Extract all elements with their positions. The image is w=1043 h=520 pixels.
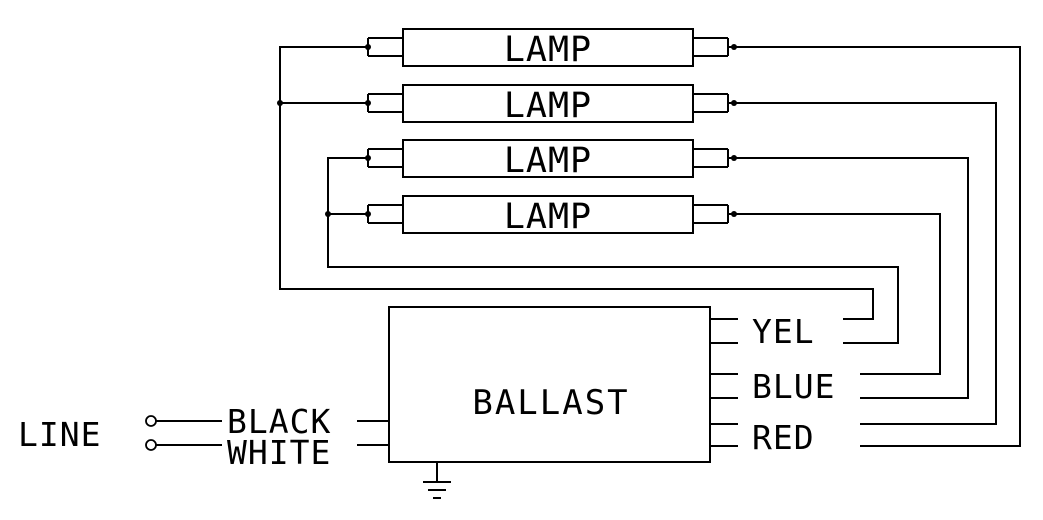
ballast-output-leads bbox=[710, 318, 738, 447]
lamp-3-label: LAMP bbox=[504, 141, 592, 181]
black-lead-label: BLACK bbox=[227, 402, 331, 441]
lamp-1-label: LAMP bbox=[504, 30, 592, 70]
ballast: BALLAST bbox=[388, 306, 711, 463]
right-wire-blue-2 bbox=[731, 211, 941, 375]
white-lead-label: WHITE bbox=[227, 433, 331, 472]
blue-lead-label: BLUE bbox=[752, 367, 835, 406]
ballast-label: BALLAST bbox=[472, 383, 629, 423]
left-wire-yellow bbox=[277, 44, 874, 320]
lamp-3: LAMP bbox=[362, 139, 736, 181]
lamp-2-label: LAMP bbox=[504, 86, 592, 126]
ballast-input-leads bbox=[357, 420, 389, 446]
right-wire-red-1 bbox=[731, 44, 1021, 447]
red-lead-label: RED bbox=[752, 418, 815, 457]
line-label: LINE bbox=[18, 415, 101, 454]
lamp-1: LAMP bbox=[362, 28, 736, 70]
lamp-4: LAMP bbox=[362, 195, 736, 237]
right-wire-red-2 bbox=[731, 100, 997, 425]
ground-icon bbox=[423, 462, 451, 499]
right-wire-blue-1 bbox=[731, 155, 969, 399]
lamp-2: LAMP bbox=[362, 84, 736, 126]
lamp-4-label: LAMP bbox=[504, 197, 592, 237]
left-wire-blue bbox=[325, 155, 899, 344]
line-terminals bbox=[145, 415, 222, 451]
yellow-lead-label: YEL bbox=[752, 312, 815, 351]
